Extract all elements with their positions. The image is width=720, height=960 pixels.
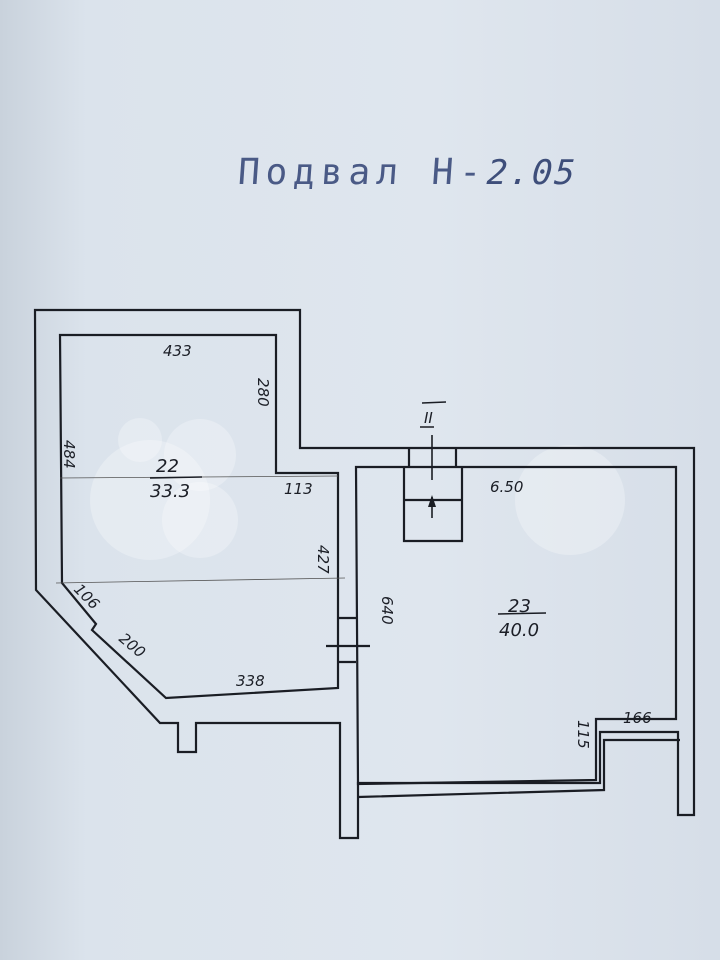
dim-640: 640: [378, 596, 396, 625]
room-23-inner-wall: [354, 465, 678, 786]
section-line-lower: [55, 577, 346, 584]
avito-watermark: [90, 418, 625, 560]
room-22-inner-wall: [58, 333, 340, 700]
dim-433: 433: [163, 342, 192, 360]
entrance-arrow-icon: [428, 435, 436, 518]
room-22-area: 33.3: [150, 481, 190, 502]
room-22-outer-wall: [33, 308, 696, 840]
dim-115: 115: [574, 720, 592, 749]
dim-427: 427: [314, 545, 332, 574]
doorway: [326, 616, 370, 664]
dim-280: 280: [254, 378, 272, 407]
dim-484: 484: [60, 440, 78, 469]
dim-166: 166: [623, 709, 652, 727]
room-23-lower-wall: [357, 738, 680, 799]
dim-650: 6.50: [490, 478, 523, 496]
dim-338: 338: [236, 672, 265, 690]
room-22-number: 22: [156, 456, 179, 477]
room-23-area: 40.0: [499, 620, 539, 641]
section-mark: II: [424, 409, 433, 427]
entrance-stairs: [402, 448, 464, 543]
room-23-number: 23: [508, 596, 531, 617]
dim-113: 113: [284, 480, 313, 498]
dim-106: 106: [70, 580, 103, 613]
